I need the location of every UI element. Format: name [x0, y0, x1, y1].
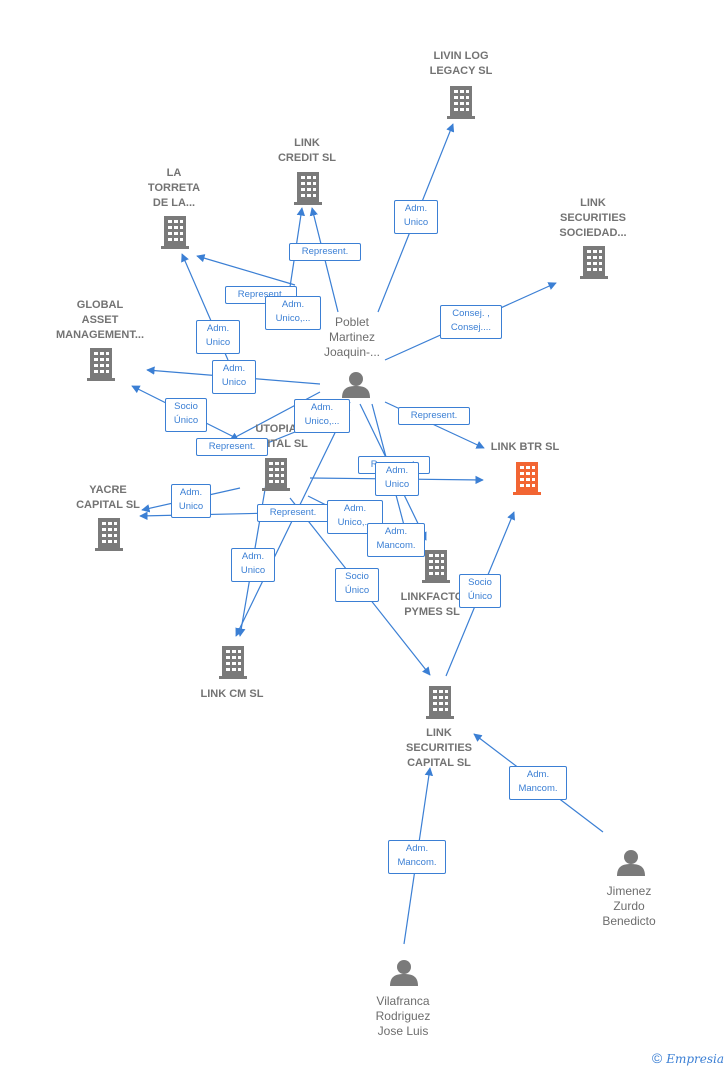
edge-role-label: Represent. [257, 504, 329, 522]
edge-role-label: Adm. Unico [212, 360, 256, 394]
cm-building-icon[interactable] [219, 646, 247, 679]
secsoc-building-icon[interactable] [580, 246, 608, 279]
edge-role-label: Adm. Mancom. [388, 840, 446, 874]
edge-role-label: Represent. [398, 407, 470, 425]
torreta-node-label[interactable]: LA TORRETA DE LA... [147, 167, 201, 209]
edge-role-label: Adm. Mancom. [509, 766, 567, 800]
edge-role-label: Represent. [196, 438, 268, 456]
footer-brand[interactable]: ©Empresia [652, 1050, 724, 1066]
edge-role-label: Socio Único [335, 568, 379, 602]
torreta-building-icon[interactable] [161, 216, 189, 249]
jimenez-node-label[interactable]: Jimenez Zurdo Benedicto [602, 884, 656, 928]
credit-node-label[interactable]: LINK CREDIT SL [277, 137, 337, 164]
yacre-building-icon[interactable] [95, 518, 123, 551]
btr-node-label[interactable]: LINK BTR SL [490, 441, 560, 453]
poblet-node-label[interactable]: Poblet Martinez Joaquin-... [323, 315, 381, 359]
edge-role-label: Adm. Unico [231, 548, 275, 582]
edge-role-label: Adm. Unico,... [265, 296, 321, 330]
global-node-label[interactable]: GLOBAL ASSET MANAGEMENT... [56, 299, 144, 341]
relation-edge [196, 254, 296, 286]
livin-building-icon[interactable] [447, 86, 475, 119]
vilafranca-person-icon[interactable] [390, 960, 418, 986]
brand-name: Empresia [666, 1052, 724, 1066]
utopia-building-icon[interactable] [262, 458, 290, 491]
credit-building-icon[interactable] [294, 172, 322, 205]
linkfacto-node-label[interactable]: LINKFACTO PYMES SL [400, 591, 464, 618]
edge-role-label: Adm. Unico [375, 462, 419, 496]
copyright-icon: © [651, 1050, 663, 1066]
jimenez-person-icon[interactable] [617, 850, 645, 876]
edge-role-label: Adm. Unico [171, 484, 211, 518]
seccap-node-label[interactable]: LINK SECURITIES CAPITAL SL [405, 727, 472, 769]
vilafranca-node-label[interactable]: Vilafranca Rodriguez Jose Luis [375, 994, 431, 1038]
edge-role-label: Adm. Unico [394, 200, 438, 234]
btr-building-icon[interactable] [513, 462, 541, 495]
edge-role-label: Socio Único [459, 574, 501, 608]
seccap-building-icon[interactable] [426, 686, 454, 719]
livin-node-label[interactable]: LIVIN LOG LEGACY SL [429, 50, 493, 77]
edge-role-label: Consej. , Consej.... [440, 305, 502, 339]
poblet-person-icon[interactable] [342, 372, 370, 398]
cm-node-label[interactable]: LINK CM SL [200, 688, 264, 700]
edge-role-label: Adm. Mancom. [367, 523, 425, 557]
edge-role-label: Adm. Unico,... [294, 399, 350, 433]
global-building-icon[interactable] [87, 348, 115, 381]
secsoc-node-label[interactable]: LINK SECURITIES SOCIEDAD... [559, 197, 627, 239]
edge-role-label: Socio Único [165, 398, 207, 432]
edge-role-label: Adm. Unico [196, 320, 240, 354]
linkfacto-building-icon[interactable] [422, 550, 450, 583]
edge-role-label: Represent. [289, 243, 361, 261]
yacre-node-label[interactable]: YACRE CAPITAL SL [76, 484, 140, 511]
